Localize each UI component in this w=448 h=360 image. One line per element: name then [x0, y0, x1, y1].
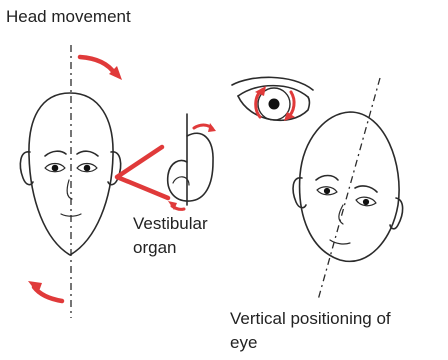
right-pupil — [84, 165, 91, 172]
top-rotation-arrow — [80, 57, 115, 74]
left-pupil — [52, 165, 59, 172]
tilted-mouth — [330, 240, 350, 244]
vertical-positioning-label: Vertical positioning of eye — [230, 307, 391, 355]
tilted-right-pupil — [363, 199, 369, 205]
tilted-right-brow — [355, 186, 377, 192]
eye-pupil — [269, 99, 280, 110]
vestibular-organ-text: Vestibular organ — [133, 212, 208, 260]
vertical-positioning-text: Vertical positioning of eye — [230, 307, 391, 355]
upper-eyelid — [238, 86, 308, 97]
vestibular-organ — [117, 114, 216, 210]
tilted-left-brow — [316, 176, 338, 181]
tilted-left-pupil — [324, 188, 330, 194]
left-brow — [45, 151, 66, 156]
vestibular-organ-label: Vestibular organ — [133, 212, 208, 260]
right-brow — [77, 151, 98, 156]
rotating-eye — [232, 77, 313, 121]
tilted-head-outline — [300, 112, 400, 261]
ear-connection-lines — [117, 147, 168, 198]
front-head — [20, 45, 120, 318]
organ-outline — [168, 133, 213, 201]
tilted-head — [293, 78, 403, 300]
organ-top-arrowhead — [208, 123, 216, 132]
